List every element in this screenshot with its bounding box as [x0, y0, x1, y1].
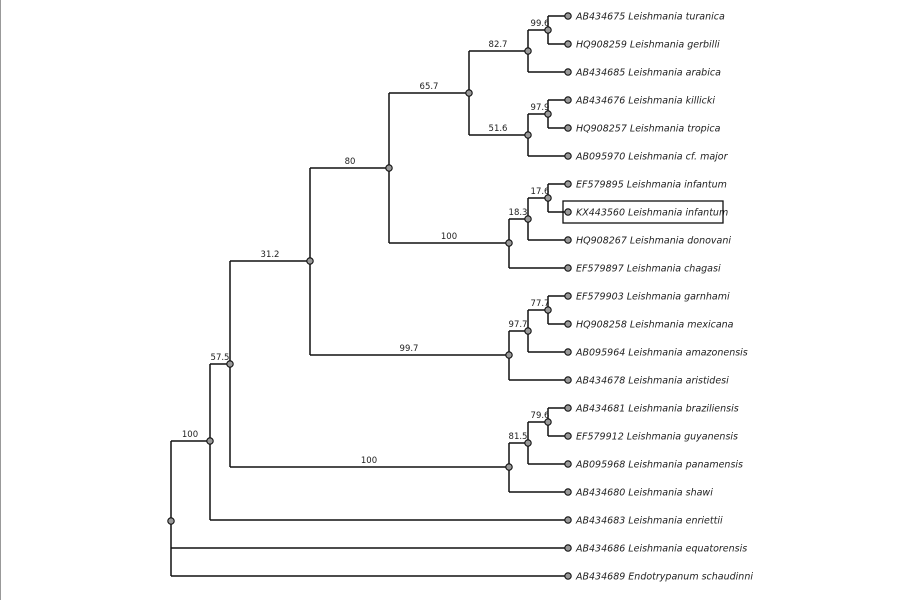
taxon-label: AB434676 Leishmania killicki: [575, 96, 715, 107]
leaf-node: [564, 264, 572, 272]
taxon-label: AB095964 Leishmania amazonensis: [575, 348, 748, 359]
taxon-label: KX443560 Leishmania infantum: [576, 208, 728, 219]
highlight-box: [562, 200, 724, 224]
support-value: 65.7: [420, 82, 439, 92]
leaf-node: [564, 208, 572, 216]
taxon-label: AB095970 Leishmania cf. major: [575, 152, 729, 163]
leaf-node: [564, 180, 572, 188]
internal-node-n1: [544, 26, 552, 34]
internal-node-n16: [505, 463, 513, 471]
leaf-node: [564, 96, 572, 104]
internal-node-n18: [206, 437, 214, 445]
taxon-label: EF579903 Leishmania garnhami: [576, 292, 730, 303]
leaf-node: [564, 236, 572, 244]
internal-node-n19: [167, 517, 175, 525]
internal-node-n14: [544, 418, 552, 426]
taxon-label: HQ908267 Leishmania donovani: [576, 236, 731, 247]
taxon-label: HQ908259 Leishmania gerbilli: [576, 40, 720, 51]
leaf-node: [564, 40, 572, 48]
leaf-node: [564, 516, 572, 524]
leaf-node: [564, 488, 572, 496]
support-value: 97.7: [509, 320, 528, 330]
taxon-label: HQ908258 Leishmania mexicana: [576, 320, 734, 331]
support-value: 99.6: [531, 19, 550, 29]
leaf-node: [564, 376, 572, 384]
internal-node-n6: [544, 194, 552, 202]
internal-node-n10: [544, 306, 552, 314]
leaf-node: [564, 348, 572, 356]
internal-node-n2: [524, 47, 532, 55]
taxon-label: AB434683 Leishmania enriettii: [575, 516, 723, 527]
taxon-label: EF579895 Leishmania infantum: [576, 180, 727, 191]
taxon-label: AB095968 Leishmania panamensis: [575, 460, 743, 471]
leaf-node: [564, 124, 572, 132]
taxon-label: AB434678 Leishmania aristidesi: [575, 376, 729, 387]
support-value: 100: [182, 430, 198, 440]
leaf-node: [564, 292, 572, 300]
internal-node-n9: [385, 164, 393, 172]
taxon-label: EF579897 Leishmania chagasi: [576, 264, 721, 275]
internal-node-n17: [226, 360, 234, 368]
support-value: 81.5: [509, 432, 528, 442]
taxon-label: HQ908257 Leishmania tropica: [576, 124, 721, 135]
support-value: 97.9: [531, 103, 550, 113]
taxon-label: EF579912 Leishmania guyanensis: [576, 432, 738, 443]
taxon-label: AB434680 Leishmania shawi: [575, 488, 713, 499]
taxon-label: AB434685 Leishmania arabica: [575, 68, 721, 79]
internal-node-n8: [505, 239, 513, 247]
internal-node-n3: [544, 110, 552, 118]
leaf-node: [564, 152, 572, 160]
taxon-label: AB434689 Endotrypanum schaudinni: [575, 572, 753, 583]
support-value: 79.6: [531, 411, 550, 421]
internal-node-n15: [524, 439, 532, 447]
internal-node-n5: [465, 89, 473, 97]
tree-labels: 99.6 82.7 97.9 51.6 65.7 17.6 18.3 100 80 77.7 97.…: [182, 12, 753, 583]
internal-node-n11: [524, 327, 532, 335]
taxon-label: AB434675 Leishmania turanica: [575, 12, 725, 23]
tree-branches: [170, 15, 568, 577]
leaf-node: [564, 68, 572, 76]
leaf-node: [564, 320, 572, 328]
leaf-node: [564, 460, 572, 468]
taxon-label: AB434686 Leishmania equatorensis: [575, 544, 747, 555]
leaf-node: [564, 12, 572, 20]
leaf-node: [564, 572, 572, 580]
support-value: 100: [441, 232, 457, 242]
support-value: 17.6: [531, 187, 550, 197]
taxon-label: AB434681 Leishmania braziliensis: [575, 404, 739, 415]
support-value: 99.7: [400, 344, 419, 354]
support-value: 51.6: [489, 124, 508, 134]
leaf-node: [564, 404, 572, 412]
support-value: 82.7: [489, 40, 508, 50]
leaf-node: [564, 544, 572, 552]
support-value: 18.3: [509, 208, 528, 218]
tree-nodes: [167, 12, 572, 580]
support-value: 80: [345, 157, 356, 167]
support-value: 77.7: [531, 299, 550, 309]
internal-node-n4: [524, 131, 532, 139]
internal-node-n13: [306, 257, 314, 265]
leaf-node: [564, 432, 572, 440]
internal-node-n12: [505, 351, 513, 359]
support-value: 57.5: [211, 353, 230, 363]
left-border-line: [0, 0, 1, 600]
support-value: 100: [361, 456, 377, 466]
support-value: 31.2: [261, 250, 280, 260]
internal-node-n7: [524, 215, 532, 223]
